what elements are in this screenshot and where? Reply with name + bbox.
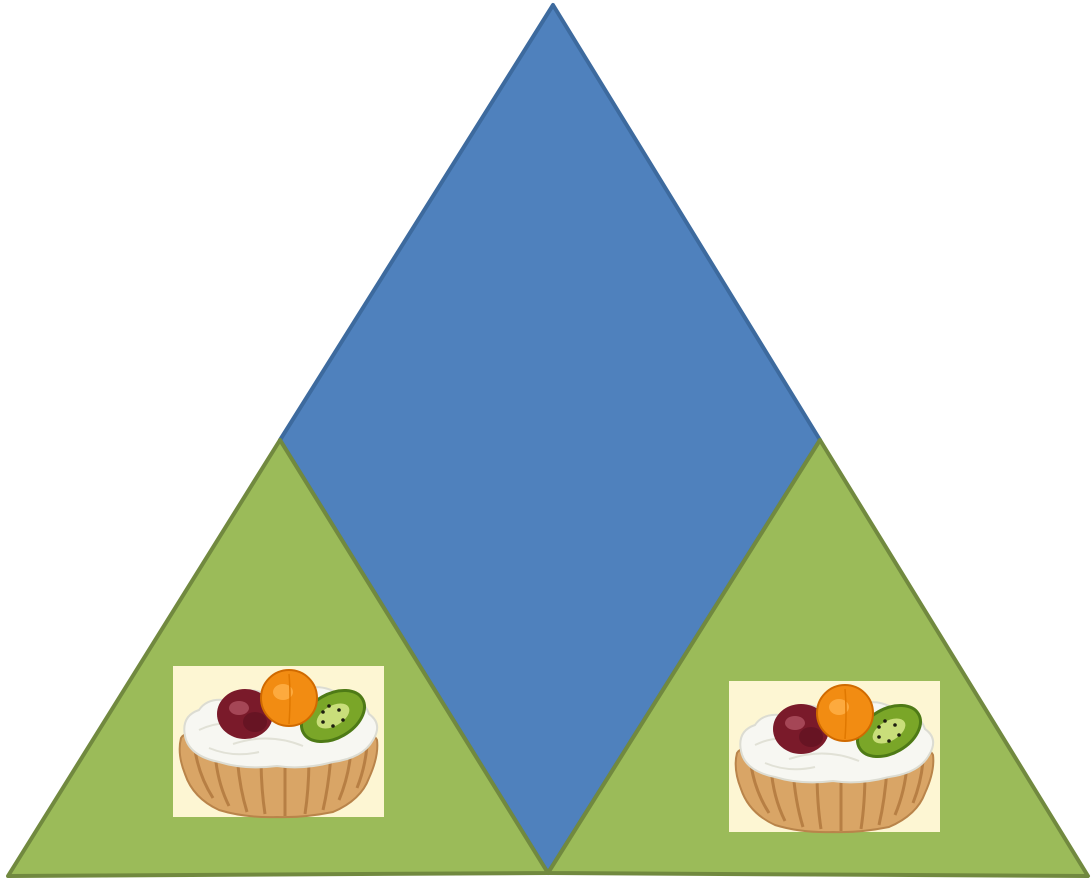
left-fruit-tart-icon [173,666,384,817]
right-fruit-tart-icon [729,681,940,832]
